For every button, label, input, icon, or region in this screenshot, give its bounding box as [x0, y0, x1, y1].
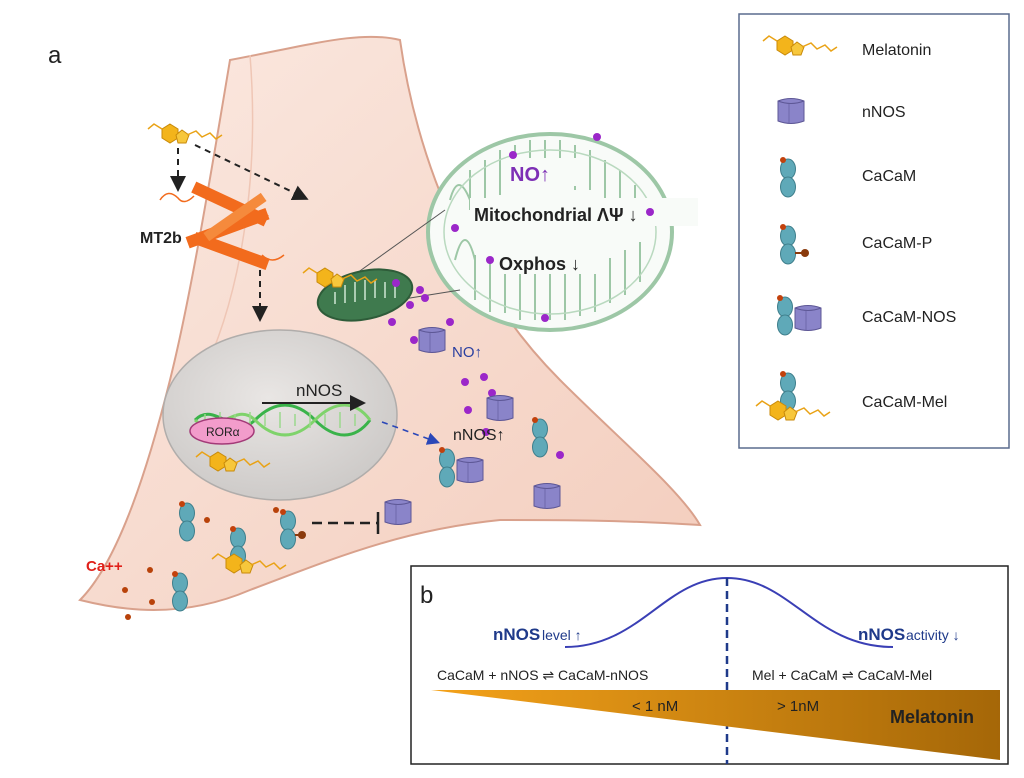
- mito-potential-bg: [470, 198, 698, 226]
- legend-item-cacam: CaCaM: [779, 156, 916, 198]
- mito-oxphos-label: Oxphos ↓: [499, 254, 580, 274]
- zoom-line-top: [349, 209, 446, 279]
- legend-item-melatonin: Melatonin: [762, 35, 931, 59]
- legend-item-cacam-p: CaCaM-P: [779, 223, 932, 265]
- calcium-dots: [122, 507, 279, 620]
- panel-b-letter: b: [420, 582, 433, 609]
- mito-oxphos-bg: [495, 246, 603, 274]
- gene-label: nNOS: [296, 381, 342, 400]
- mito-label-bg: [506, 158, 582, 186]
- gradient-label: Melatonin: [890, 707, 974, 727]
- legend-label: nNOS: [862, 104, 906, 121]
- ror-alpha-label: RORα: [206, 425, 240, 439]
- legend-label: CaCaM-NOS: [862, 309, 956, 326]
- receptor-label: MT2b: [140, 230, 182, 247]
- legend-item-cacam-mel: CaCaM-Mel: [755, 370, 947, 421]
- cacam-p-complex: [279, 508, 306, 550]
- ror-alpha-icon: RORα: [189, 417, 255, 445]
- legend-label: Melatonin: [862, 42, 931, 59]
- melatonin-gradient-wedge: [431, 690, 1000, 760]
- high-threshold-label: > 1nM: [777, 698, 819, 715]
- right-curve-label-bold: nNOS: [858, 625, 905, 644]
- nnos-cytoplasm-1: [418, 327, 446, 353]
- arrow-nucleus-to-cytoplasm: [381, 421, 441, 445]
- cyto-nnos-label: nNOS↑: [453, 427, 505, 444]
- legend-label: CaCaM-Mel: [862, 394, 947, 411]
- panel-a-letter: a: [48, 42, 62, 69]
- legend-label: CaCaM-P: [862, 235, 932, 252]
- mito-no-dots: [451, 133, 654, 322]
- legend-item-cacam-nos: CaCaM-NOS: [776, 294, 956, 336]
- cyto-no-label: NO↑: [452, 344, 482, 361]
- nnos-inhibited: [384, 499, 412, 525]
- left-curve-label-small: level ↑: [542, 627, 582, 643]
- mito-potential-label: Mitochondrial ΛΨ ↓: [474, 205, 638, 225]
- legend-nnos-icon: [777, 98, 805, 124]
- legend-item-nnos: nNOS: [777, 98, 906, 124]
- arrow-to-cytoplasm: [194, 144, 309, 200]
- right-curve-label-small: activity ↓: [906, 627, 960, 643]
- mt2b-receptor-icon: [159, 181, 285, 270]
- left-equation: CaCaM + nNOS ⇌ CaCaM-nNOS: [437, 667, 648, 683]
- legend-box: [738, 13, 1010, 449]
- legend-label: CaCaM: [862, 168, 916, 185]
- low-threshold-label: < 1 nM: [632, 698, 678, 715]
- calcium-label: Ca++: [86, 558, 123, 575]
- nnos-cytoplasm-3: [533, 483, 561, 509]
- nnos-cytoplasm-2: [486, 395, 514, 421]
- melatonin-icon: [147, 123, 223, 144]
- left-curve-label-bold: nNOS: [493, 625, 540, 644]
- mito-no-label: NO↑: [510, 164, 550, 186]
- right-equation: Mel + CaCaM ⇌ CaCaM-Mel: [752, 667, 932, 683]
